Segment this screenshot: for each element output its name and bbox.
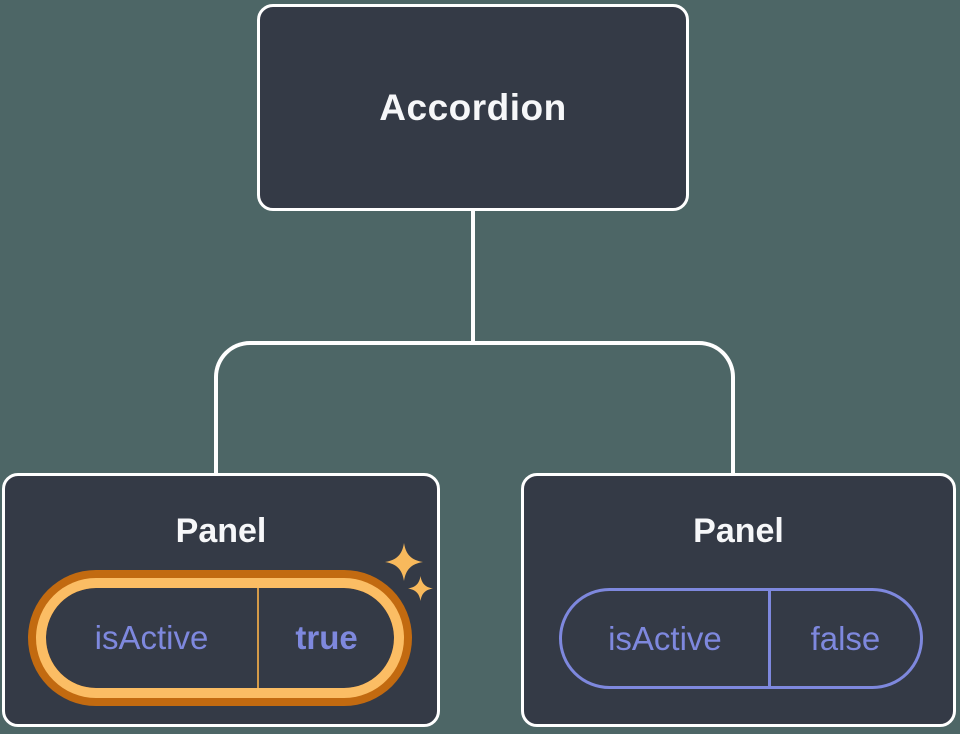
panel-title: Panel <box>693 512 784 550</box>
state-pill-active: isActive true <box>46 588 394 688</box>
state-prop-value: true <box>257 588 394 688</box>
accordion-node: Accordion <box>257 4 689 211</box>
connector-stem <box>471 209 475 343</box>
connector-branch <box>214 341 735 473</box>
panel-title: Panel <box>175 512 267 550</box>
state-prop-name: isActive <box>608 619 722 657</box>
panel-node-inactive: Panel isActive false <box>521 473 956 727</box>
state-prop-name: isActive <box>94 619 209 656</box>
panel-node-active: Panel isActive true <box>2 473 440 727</box>
state-prop-value: false <box>767 591 920 686</box>
state-pill-inactive: isActive false <box>559 588 923 689</box>
accordion-label: Accordion <box>379 86 567 128</box>
